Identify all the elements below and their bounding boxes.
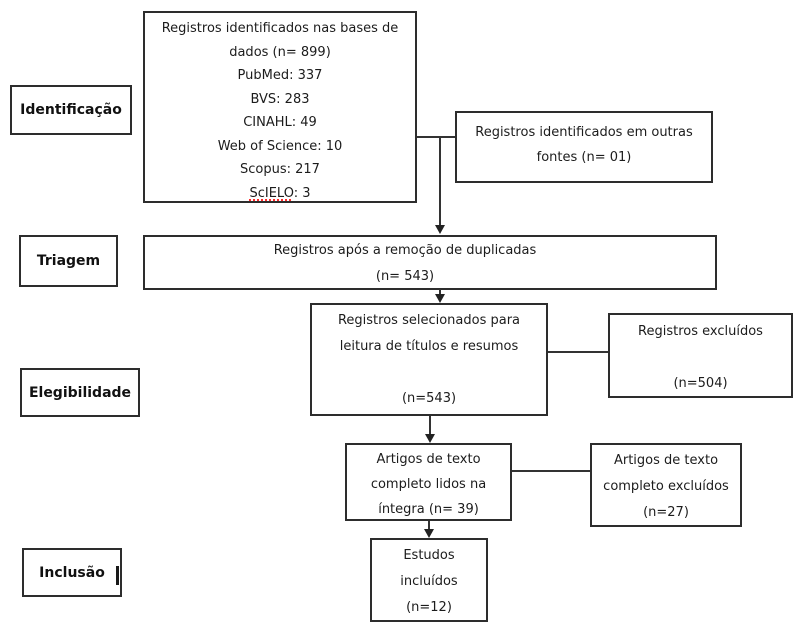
stage-label-inclusion: Inclusão (22, 548, 122, 597)
scielo-misspelled-word: ScIELO (249, 185, 294, 201)
db-count-cinahl: CINAHL: 49 (243, 115, 317, 130)
db-count-scopus: Scopus: 217 (240, 162, 320, 177)
included-line3: (n=12) (406, 600, 452, 615)
connector-down-to-duplicates (439, 136, 441, 225)
scielo-count: : 3 (293, 185, 311, 201)
box-records-identified-databases: Registros identificados nas bases de dad… (143, 11, 417, 203)
connector-databases-to-other-sources (417, 136, 455, 138)
excluded-line1: Registros excluídos (638, 324, 763, 339)
after-duplicates-line2: (n= 543) (375, 269, 435, 284)
stage-label-screening: Triagem (19, 235, 118, 287)
connector-selected-to-fulltext (429, 416, 431, 435)
excluded-line2: (n=504) (673, 376, 728, 391)
db-count-bvs: BVS: 283 (250, 91, 310, 107)
arrowhead-to-duplicates (435, 225, 445, 234)
box-after-duplicates-removed: Registros após a remoção de duplicadas (… (143, 235, 717, 290)
box-fulltext-read: Artigos de texto completo lidos na ínteg… (345, 443, 512, 521)
after-duplicates-line1: Registros após a remoção de duplicadas (273, 243, 537, 258)
connector-duplicates-to-selected (439, 289, 441, 295)
included-line2: incluídos (400, 574, 458, 589)
db-box-title-line1: Registros identificados nas bases de (161, 21, 399, 36)
fulltext-excluded-line2: completo excluídos (603, 479, 729, 494)
db-count-web-of-science: Web of Science: 10 (217, 138, 343, 154)
stage-label-identification: Identificação (10, 85, 132, 135)
box-records-other-sources: Registros identificados em outras fontes… (455, 111, 713, 183)
other-sources-line1: Registros identificados em outras (475, 125, 693, 140)
connector-fulltext-to-fulltext-excluded (512, 470, 590, 472)
box-records-selected: Registros selecionados para leitura de t… (310, 303, 548, 416)
selected-line3: (n=543) (401, 391, 457, 406)
connector-selected-to-excluded (548, 351, 608, 353)
arrowhead-to-selected (435, 294, 445, 303)
fulltext-excluded-line1: Artigos de texto (613, 453, 719, 468)
fulltext-line3: íntegra (n= 39) (378, 502, 479, 517)
db-count-pubmed: PubMed: 337 (237, 68, 323, 83)
box-records-excluded: Registros excluídos (n=504) (608, 313, 793, 398)
arrowhead-to-included (424, 529, 434, 538)
box-fulltext-excluded: Artigos de texto completo excluídos (n=2… (590, 443, 742, 527)
selected-line2: leitura de títulos e resumos (339, 339, 519, 354)
fulltext-excluded-line3: (n=27) (643, 505, 689, 520)
box-studies-included: Estudos incluídos (n=12) (370, 538, 488, 622)
selected-spacer (312, 360, 546, 386)
fulltext-line1: Artigos de texto (376, 452, 481, 467)
included-line1: Estudos (403, 548, 455, 563)
db-box-title-line2: dados (n= 899) (229, 44, 331, 60)
connector-fulltext-to-included (428, 521, 430, 530)
text-cursor-artifact (116, 566, 119, 585)
selected-line1: Registros selecionados para (337, 313, 521, 328)
arrowhead-to-fulltext (425, 434, 435, 443)
db-count-scielo: ScIELO: 3 (145, 182, 415, 206)
fulltext-line2: completo lidos na (370, 477, 487, 492)
excluded-spacer (610, 345, 791, 371)
stage-label-eligibility: Elegibilidade (20, 368, 140, 417)
other-sources-line2: fontes (n= 01) (536, 150, 632, 165)
